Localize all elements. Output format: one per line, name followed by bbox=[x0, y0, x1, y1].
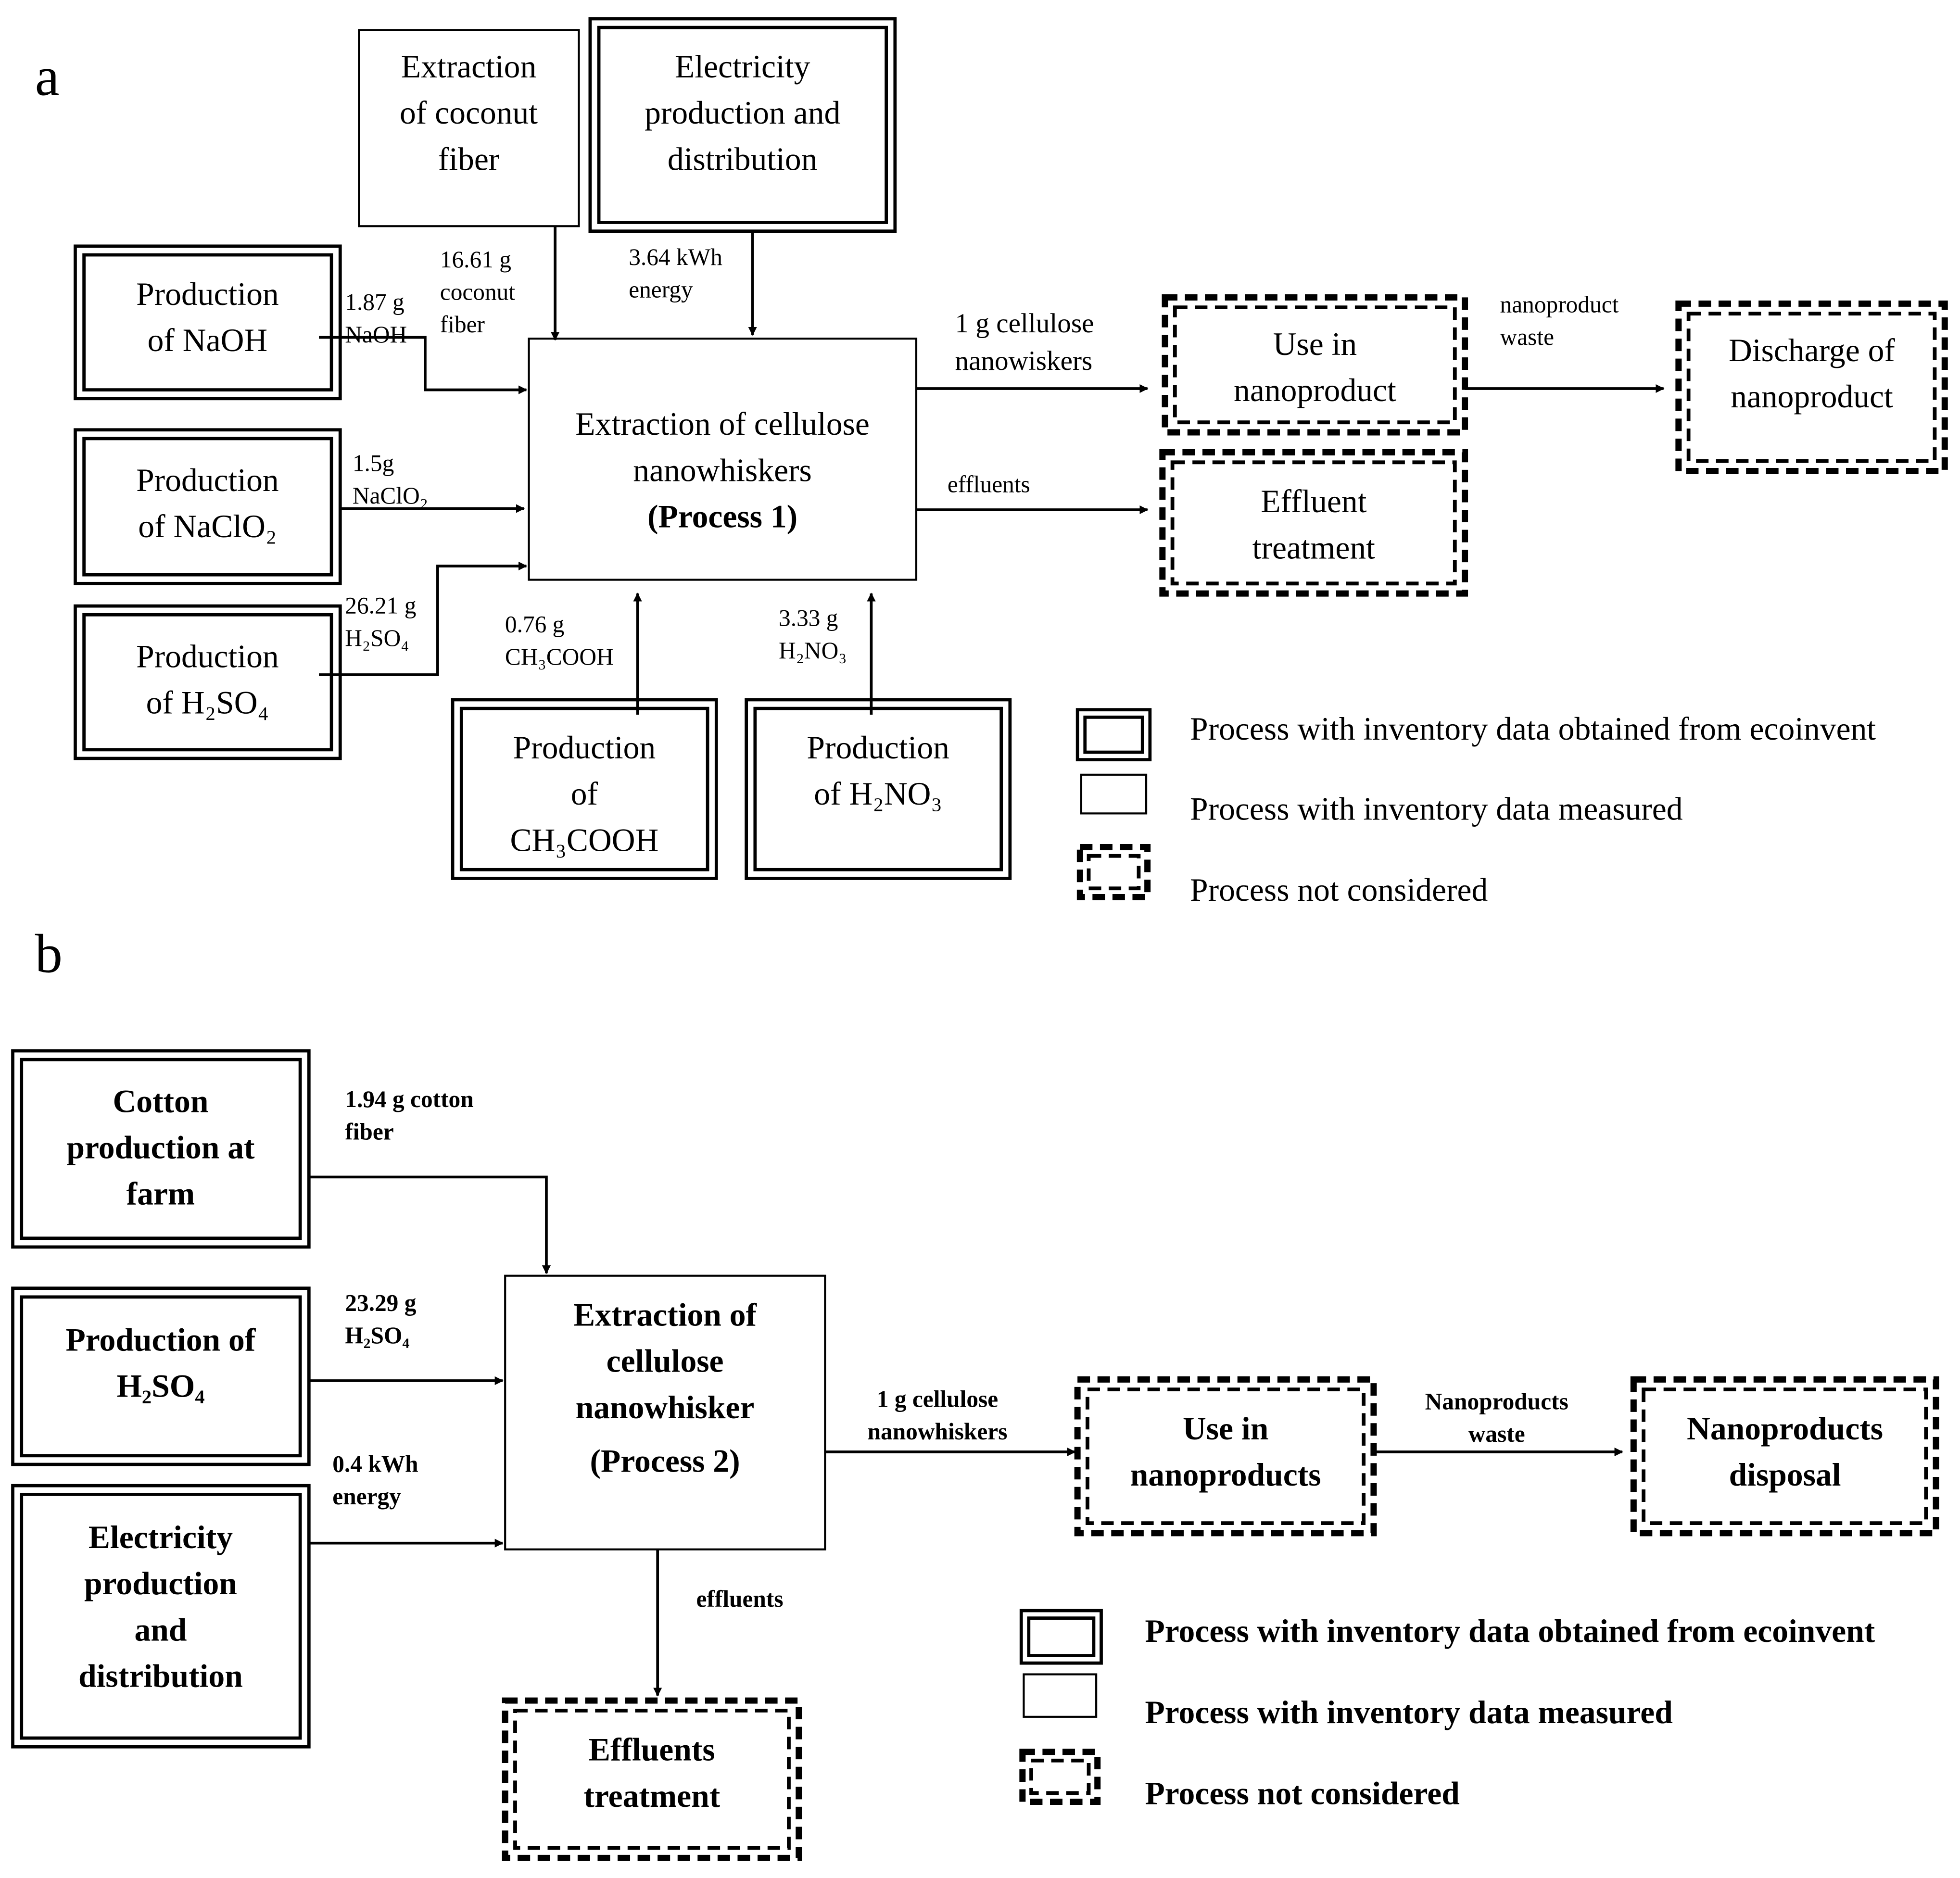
label-electricity-b: Electricity production and distribution bbox=[78, 1519, 243, 1694]
legend-a-ecoinvent: Process with inventory data obtained fro… bbox=[1190, 711, 1876, 747]
legend-a-ecoinvent-swatch bbox=[1075, 708, 1152, 762]
box-naoh bbox=[74, 244, 342, 401]
label-h2so4-b: Production of H₂SO₄ bbox=[65, 1322, 256, 1405]
flow-h2no3: 3.33 g H₂NO₃ bbox=[779, 606, 847, 665]
arrow-h2so4-to-process1 bbox=[319, 561, 528, 676]
flow-ch3cooh: 0.76 g CH₃COOH bbox=[505, 612, 614, 671]
box-cotton bbox=[11, 1049, 311, 1249]
box-process-2 bbox=[504, 1274, 826, 1550]
arrow-cotton-to-process2 bbox=[309, 1175, 551, 1274]
label-cotton: Cotton production at farm bbox=[66, 1083, 255, 1212]
legend-b-ecoinvent: Process with inventory data obtained fro… bbox=[1145, 1613, 1875, 1650]
label-h2no3: Production of H₂NO₃ bbox=[807, 730, 949, 812]
legend-b-measured: Process with inventory data measured bbox=[1145, 1694, 1673, 1731]
panel-letter-b: b bbox=[35, 923, 63, 985]
box-h2so4-a bbox=[74, 604, 342, 760]
box-use-nanoproduct bbox=[1162, 294, 1468, 436]
flow-energy-a: 3.64 kWh energy bbox=[629, 245, 722, 304]
panel-letter-a: a bbox=[35, 46, 60, 108]
legend-b-ecoinvent-swatch bbox=[1019, 1609, 1103, 1665]
flow-waste-a: nanoproduct waste bbox=[1500, 292, 1619, 352]
flow-energy-b: 0.4 kWh energy bbox=[332, 1451, 418, 1511]
label-process-1-tag: (Process 1) bbox=[647, 498, 798, 535]
legend-b-not-considered-swatch bbox=[1019, 1749, 1101, 1805]
flow-coconut: 16.61 g coconut fiber bbox=[440, 247, 516, 340]
label-naoh: Production of NaOH bbox=[136, 276, 279, 359]
flow-output-a: 1 g cellulose nanowiskers bbox=[955, 307, 1094, 377]
flow-cotton: 1.94 g cotton fiber bbox=[345, 1087, 474, 1147]
legend-a-not-considered: Process not considered bbox=[1190, 872, 1488, 908]
flow-naclo2: 1.5g NaClO₂ bbox=[352, 451, 428, 510]
box-discharge bbox=[1675, 300, 1948, 474]
flow-effluents-b: effluents bbox=[696, 1587, 784, 1613]
box-process-1 bbox=[528, 338, 918, 581]
flow-naoh: 1.87 g NaOH bbox=[345, 290, 407, 349]
box-ch3cooh bbox=[451, 698, 718, 880]
legend-b-measured-swatch bbox=[1023, 1673, 1098, 1718]
label-use-nanoproduct: Use in nanoproduct bbox=[1234, 326, 1396, 409]
flow-h2so4-b: 23.29 g H₂SO₄ bbox=[345, 1290, 417, 1350]
label-process-2: Extraction of cellulose nanowhisker bbox=[573, 1297, 757, 1425]
label-ch3cooh: Production of CH₃COOH bbox=[510, 730, 659, 858]
flow-waste-b: Nanoproducts waste bbox=[1425, 1389, 1568, 1449]
legend-a-measured-swatch bbox=[1080, 773, 1148, 815]
box-h2no3 bbox=[745, 698, 1012, 880]
label-effluents-treatment: Effluents treatment bbox=[583, 1731, 721, 1815]
box-use-nanoproducts bbox=[1074, 1376, 1377, 1537]
box-effluents-treatment bbox=[502, 1697, 802, 1861]
label-coconut-extraction: Extraction of coconut fiber bbox=[400, 49, 538, 177]
box-nanoproducts-disposal bbox=[1630, 1376, 1939, 1537]
label-effluent-treatment: Effluent treatment bbox=[1252, 483, 1375, 566]
box-naclo2 bbox=[74, 428, 342, 585]
label-naclo2: Production of NaClO₂ bbox=[136, 462, 279, 545]
label-process-2-tag: (Process 2) bbox=[590, 1443, 740, 1480]
legend-a-measured: Process with inventory data measured bbox=[1190, 791, 1683, 827]
box-h2so4-b bbox=[11, 1286, 311, 1466]
box-electricity-a bbox=[588, 17, 897, 233]
box-coconut-extraction bbox=[358, 29, 580, 227]
box-electricity-b bbox=[11, 1484, 311, 1749]
label-nanoproducts-disposal: Nanoproducts disposal bbox=[1687, 1411, 1884, 1493]
box-effluent-treatment bbox=[1159, 449, 1468, 597]
label-use-nanoproducts: Use in nanoproducts bbox=[1130, 1411, 1321, 1493]
arrow-naoh-to-process1 bbox=[319, 336, 528, 394]
label-electricity-a: Electricity production and distribution bbox=[645, 49, 841, 177]
flow-h2so4-a: 26.21 g H₂SO₄ bbox=[345, 593, 417, 653]
legend-b-not-considered: Process not considered bbox=[1145, 1775, 1460, 1812]
legend-a-not-considered-swatch bbox=[1076, 844, 1151, 900]
label-process-1: Extraction of cellulose nanowhiskers bbox=[575, 406, 870, 489]
flow-output-b: 1 g cellulose nanowhiskers bbox=[867, 1386, 1008, 1446]
label-h2so4-a: Production of H₂SO₄ bbox=[136, 638, 279, 721]
label-discharge: Discharge of nanoproduct bbox=[1729, 332, 1895, 415]
flow-effluents-a: effluents bbox=[947, 472, 1030, 499]
